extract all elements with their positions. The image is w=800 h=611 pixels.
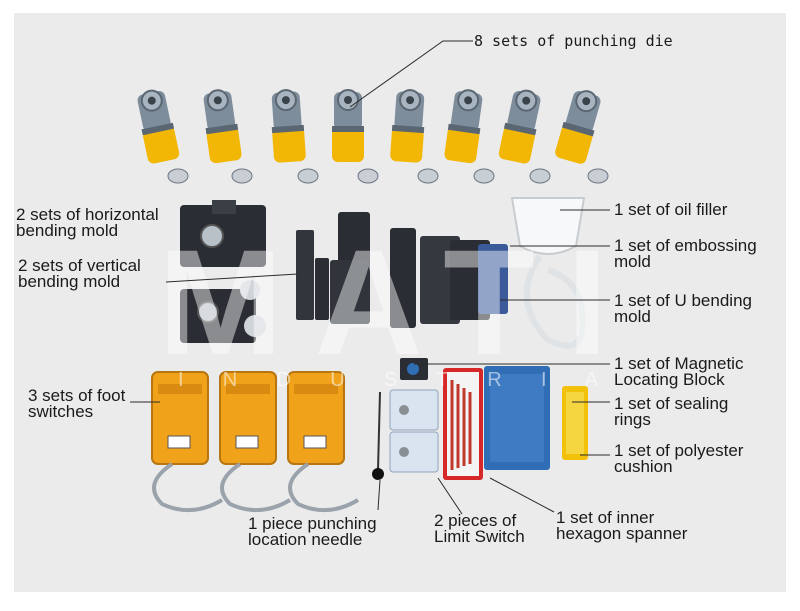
label-polyester-cushion: 1 set of polyester cushion bbox=[614, 441, 744, 476]
sealing-rings-pouch bbox=[484, 366, 550, 470]
label-line: mold bbox=[614, 307, 651, 326]
die-washer bbox=[231, 168, 253, 184]
punching-die bbox=[444, 89, 483, 164]
label-limit-switch: 2 pieces of Limit Switch bbox=[434, 511, 525, 546]
label-line: 2 pieces of bbox=[434, 511, 517, 530]
die-washer bbox=[529, 168, 551, 184]
label-line: 2 sets of horizontal bbox=[16, 205, 159, 224]
label-embossing-mold: 1 set of embossing mold bbox=[614, 236, 757, 271]
die-washer bbox=[417, 168, 439, 184]
embossing-mold bbox=[330, 212, 508, 328]
label-line: Locating Block bbox=[614, 370, 725, 389]
punching-die bbox=[390, 89, 425, 163]
foot-switch bbox=[219, 371, 292, 513]
label-line: 1 set of inner bbox=[556, 508, 655, 527]
foot-switch-icon bbox=[151, 371, 360, 513]
label-line: rings bbox=[614, 410, 651, 429]
limit-switch bbox=[389, 389, 439, 473]
die-washer bbox=[587, 168, 609, 184]
label-line: location needle bbox=[248, 530, 363, 549]
punching-die bbox=[203, 89, 242, 164]
label-punching-die: 8 sets of punching die bbox=[474, 32, 673, 50]
label-line: Limit Switch bbox=[434, 527, 525, 546]
hex-key-icon bbox=[443, 368, 483, 480]
location-needle bbox=[372, 391, 384, 480]
label-line: 1 piece punching bbox=[248, 514, 377, 533]
label-line: hexagon spanner bbox=[556, 524, 688, 543]
label-foot-switches: 3 sets of foot switches bbox=[28, 386, 126, 421]
label-line: bending mold bbox=[18, 272, 121, 291]
label-u-bending-mold: 1 set of U bending mold bbox=[614, 291, 752, 326]
label-line: 1 set of Magnetic bbox=[614, 354, 744, 373]
label-line: 1 set of embossing bbox=[614, 236, 757, 255]
punching-die bbox=[332, 89, 364, 162]
label-vertical-mold: 2 sets of vertical bending mold bbox=[18, 256, 141, 291]
label-line: switches bbox=[28, 402, 94, 421]
punching-die-icon bbox=[137, 89, 609, 184]
label-line: mold bbox=[614, 252, 651, 271]
vertical-bending-mold bbox=[296, 230, 329, 320]
label-oil-filler: 1 set of oil filler bbox=[614, 200, 728, 219]
die-washer bbox=[297, 168, 319, 184]
punching-die bbox=[137, 89, 180, 164]
label-sealing-rings: 1 set of sealing rings bbox=[614, 394, 729, 429]
foot-switch bbox=[287, 371, 360, 513]
label-line: 1 set of sealing bbox=[614, 394, 729, 413]
label-line: 2 sets of vertical bbox=[18, 256, 141, 275]
label-line: 1 set of polyester bbox=[614, 441, 744, 460]
label-line: cushion bbox=[614, 457, 673, 476]
leader-lines bbox=[130, 40, 610, 515]
punching-die bbox=[498, 89, 541, 164]
label-magnetic-block: 1 set of Magnetic Locating Block bbox=[614, 354, 744, 389]
label-line: 3 sets of foot bbox=[28, 386, 126, 405]
polyester-cushion bbox=[562, 386, 588, 460]
label-horizontal-mold: 2 sets of horizontal bending mold bbox=[16, 205, 159, 240]
punching-die bbox=[555, 90, 601, 164]
punching-die bbox=[271, 89, 306, 163]
die-washer bbox=[167, 168, 189, 184]
label-line: bending mold bbox=[16, 221, 119, 240]
label-line: 1 set of U bending bbox=[614, 291, 752, 310]
die-washer bbox=[473, 168, 495, 184]
label-hexagon-spanner: 1 set of inner hexagon spanner bbox=[556, 508, 688, 543]
label-location-needle: 1 piece punching location needle bbox=[248, 514, 377, 549]
foot-switch bbox=[151, 371, 224, 513]
watermark-subtitle: I N D U S T R I A bbox=[178, 369, 599, 391]
die-washer bbox=[357, 168, 379, 184]
horizontal-bending-mold bbox=[180, 200, 266, 343]
